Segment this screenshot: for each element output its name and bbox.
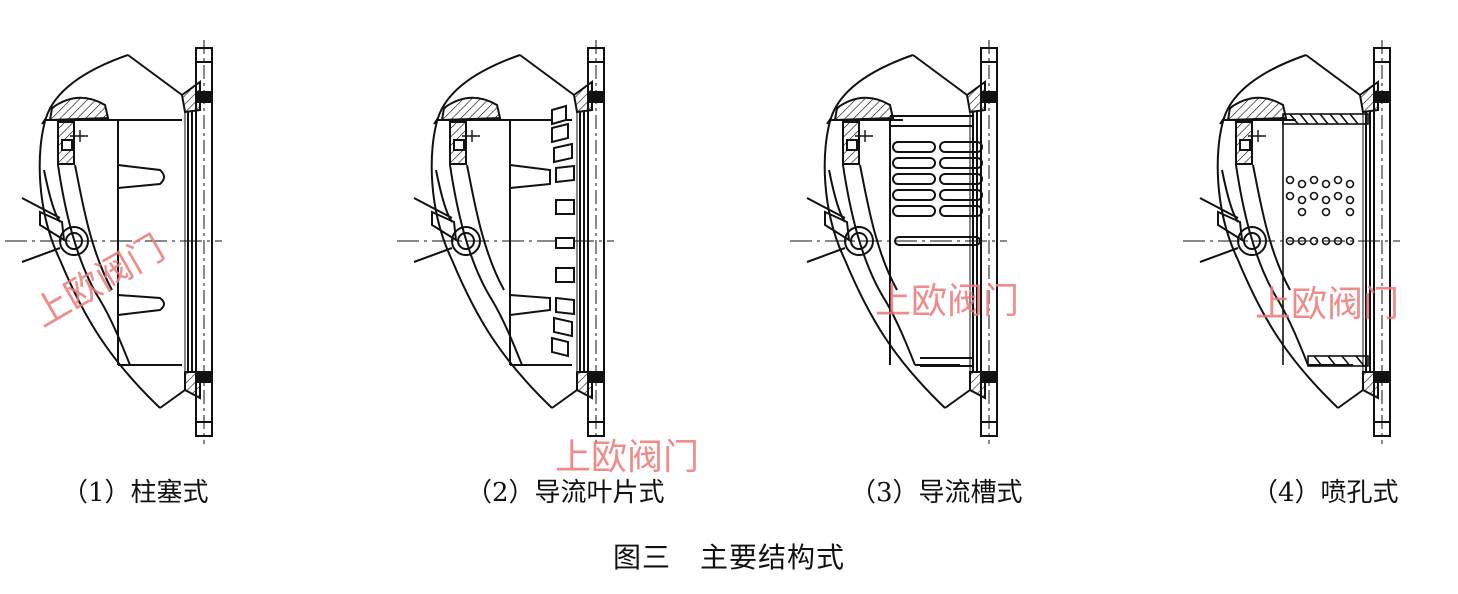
caption-plunger: （1）柱塞式 — [62, 478, 209, 508]
watermark-3: 上欧阀门 — [875, 281, 1020, 322]
caption-guide-groove: （3）导流槽式 — [850, 478, 1023, 508]
valve-drawing-guide-groove — [789, 39, 1008, 445]
valve-drawing-guide-vane — [396, 39, 615, 445]
valve-drawing-plunger — [4, 39, 223, 445]
watermark-2: 上欧阀门 — [555, 437, 700, 478]
figure-title: 图三 主要结构式 — [612, 541, 845, 574]
valve-drawing-nozzle — [1182, 39, 1401, 445]
caption-nozzle: （4）喷孔式 — [1252, 478, 1399, 508]
watermark-4: 上欧阀门 — [1255, 284, 1400, 325]
caption-guide-vane: （2）导流叶片式 — [466, 478, 665, 508]
